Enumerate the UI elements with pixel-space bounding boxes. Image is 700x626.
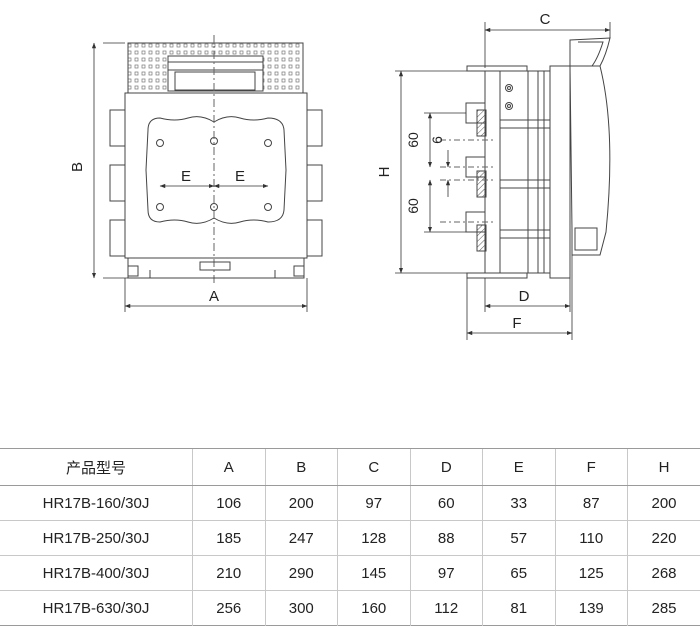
cell-D: 60 <box>410 486 483 521</box>
dim-label-H: H <box>376 167 393 178</box>
dim-label-D: D <box>519 288 530 305</box>
cell-A: 256 <box>193 591 266 626</box>
handle <box>570 38 610 255</box>
cell-A: 210 <box>193 556 266 591</box>
cell-B: 247 <box>265 521 338 556</box>
cell-A: 106 <box>193 486 266 521</box>
dim-label-6: 6 <box>429 136 445 144</box>
cell-D: 88 <box>410 521 483 556</box>
header-H: H <box>628 449 700 486</box>
side-view <box>440 38 610 278</box>
dim-label-B: B <box>69 162 86 172</box>
cell-E: 33 <box>483 486 556 521</box>
dim-label-E-left: E <box>181 168 191 185</box>
table-row: HR17B-160/30J 106 200 97 60 33 87 200 <box>0 486 700 521</box>
cell-C: 145 <box>338 556 411 591</box>
header-A: A <box>193 449 266 486</box>
spec-table: 产品型号 A B C D E F H HR17B-160/30J 106 200… <box>0 448 700 626</box>
side-dimensions <box>395 22 610 340</box>
cell-model: HR17B-400/30J <box>0 556 193 591</box>
header-D: D <box>410 449 483 486</box>
dim-label-C: C <box>540 11 551 28</box>
cell-B: 200 <box>265 486 338 521</box>
dim-label-60-upper: 60 <box>405 132 421 148</box>
main-body <box>125 93 307 258</box>
cell-D: 112 <box>410 591 483 626</box>
front-view <box>110 35 322 285</box>
cell-C: 97 <box>338 486 411 521</box>
table-row: HR17B-250/30J 185 247 128 88 57 110 220 <box>0 521 700 556</box>
cell-model: HR17B-160/30J <box>0 486 193 521</box>
cell-E: 57 <box>483 521 556 556</box>
cell-H: 200 <box>628 486 700 521</box>
dim-label-A: A <box>209 288 219 305</box>
cell-B: 300 <box>265 591 338 626</box>
technical-drawing: B A E E <box>0 0 700 430</box>
cell-B: 290 <box>265 556 338 591</box>
cell-F: 87 <box>555 486 628 521</box>
cell-H: 285 <box>628 591 700 626</box>
cell-model: HR17B-250/30J <box>0 521 193 556</box>
cell-H: 220 <box>628 521 700 556</box>
header-C: C <box>338 449 411 486</box>
cell-F: 139 <box>555 591 628 626</box>
cell-F: 125 <box>555 556 628 591</box>
cell-E: 81 <box>483 591 556 626</box>
header-E: E <box>483 449 556 486</box>
header-B: B <box>265 449 338 486</box>
table-row: HR17B-630/30J 256 300 160 112 81 139 285 <box>0 591 700 626</box>
header-F: F <box>555 449 628 486</box>
dim-label-60-lower: 60 <box>405 198 421 214</box>
cell-D: 97 <box>410 556 483 591</box>
cell-E: 65 <box>483 556 556 591</box>
cell-F: 110 <box>555 521 628 556</box>
cell-H: 268 <box>628 556 700 591</box>
table-row: HR17B-400/30J 210 290 145 97 65 125 268 <box>0 556 700 591</box>
cell-C: 128 <box>338 521 411 556</box>
cell-C: 160 <box>338 591 411 626</box>
table-header-row: 产品型号 A B C D E F H <box>0 449 700 486</box>
dim-label-F: F <box>512 315 521 332</box>
cell-model: HR17B-630/30J <box>0 591 193 626</box>
cell-A: 185 <box>193 521 266 556</box>
header-model: 产品型号 <box>0 449 193 486</box>
dim-label-E-right: E <box>235 168 245 185</box>
